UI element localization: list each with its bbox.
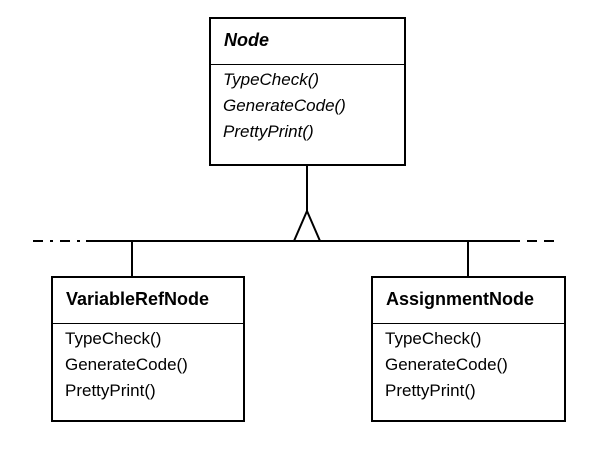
class-operations: TypeCheck() GenerateCode() PrettyPrint() — [211, 65, 404, 145]
class-variable-ref-node: VariableRefNode TypeCheck() GenerateCode… — [51, 276, 245, 422]
operation: GenerateCode() — [223, 96, 346, 115]
class-name: AssignmentNode — [373, 278, 564, 324]
operation: GenerateCode() — [385, 355, 508, 374]
generalization-triangle — [292, 208, 322, 242]
class-assignment-node: AssignmentNode TypeCheck() GenerateCode(… — [371, 276, 566, 422]
operation: PrettyPrint() — [385, 381, 476, 400]
class-operations: TypeCheck() GenerateCode() PrettyPrint() — [53, 324, 243, 404]
operation: TypeCheck() — [385, 329, 482, 348]
class-operations: TypeCheck() GenerateCode() PrettyPrint() — [373, 324, 564, 404]
class-name: VariableRefNode — [53, 278, 243, 324]
operation: GenerateCode() — [65, 355, 188, 374]
operation: TypeCheck() — [223, 70, 320, 89]
operation: PrettyPrint() — [65, 381, 156, 400]
operation: TypeCheck() — [65, 329, 162, 348]
class-name: Node — [211, 19, 404, 65]
class-node: Node TypeCheck() GenerateCode() PrettyPr… — [209, 17, 406, 166]
operation: PrettyPrint() — [223, 122, 314, 141]
